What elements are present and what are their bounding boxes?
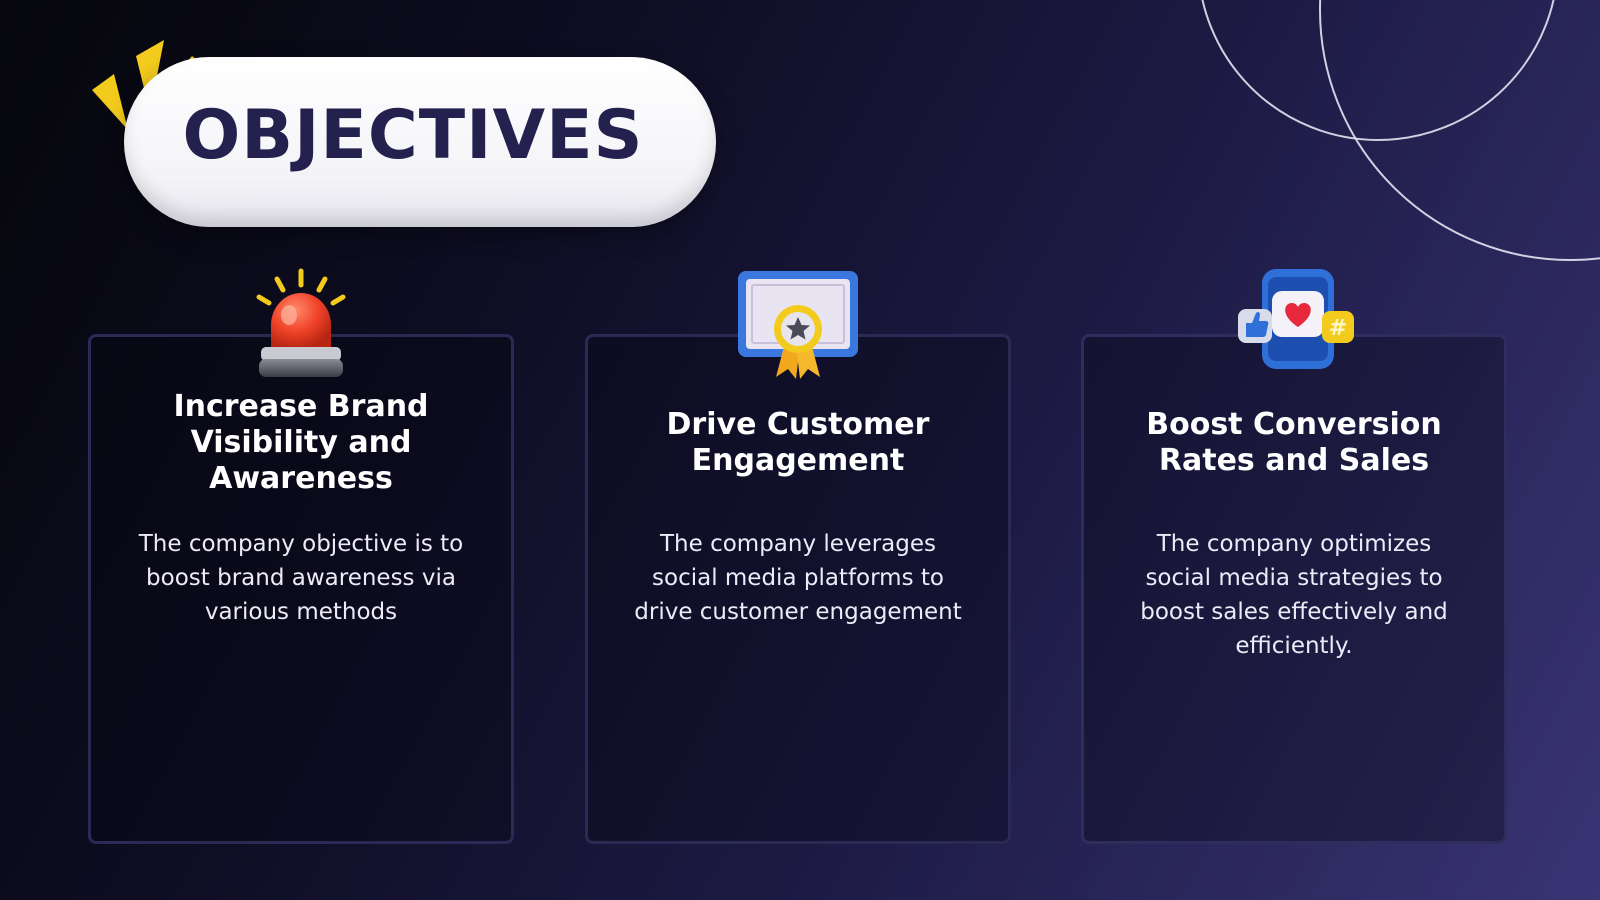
card-description: The company optimizes social media strat… xyxy=(1140,531,1448,659)
title-area: OBJECTIVES xyxy=(92,38,732,238)
page-title: OBJECTIVES xyxy=(182,95,644,175)
title-pill: OBJECTIVES xyxy=(124,57,716,227)
certificate-award-icon xyxy=(738,271,858,379)
objective-card-conversion-sales: # Boost Conversion Rates and Sales The c… xyxy=(1081,269,1507,844)
card-description: The company leverages social media platf… xyxy=(634,531,962,625)
svg-text:#: # xyxy=(1329,316,1347,341)
card-title: Boost Conversion Rates and Sales xyxy=(1146,407,1442,478)
card-title: Increase Brand Visibility and Awareness xyxy=(173,389,429,496)
objective-card-brand-visibility: Increase Brand Visibility and Awareness … xyxy=(88,268,514,844)
objective-card-customer-engagement: Drive Customer Engagement The company le… xyxy=(585,271,1011,844)
social-media-phone-icon: # xyxy=(1238,269,1354,369)
card-description: The company objective is to boost brand … xyxy=(138,531,464,625)
card-title: Drive Customer Engagement xyxy=(666,407,930,478)
alarm-siren-icon xyxy=(256,268,346,377)
